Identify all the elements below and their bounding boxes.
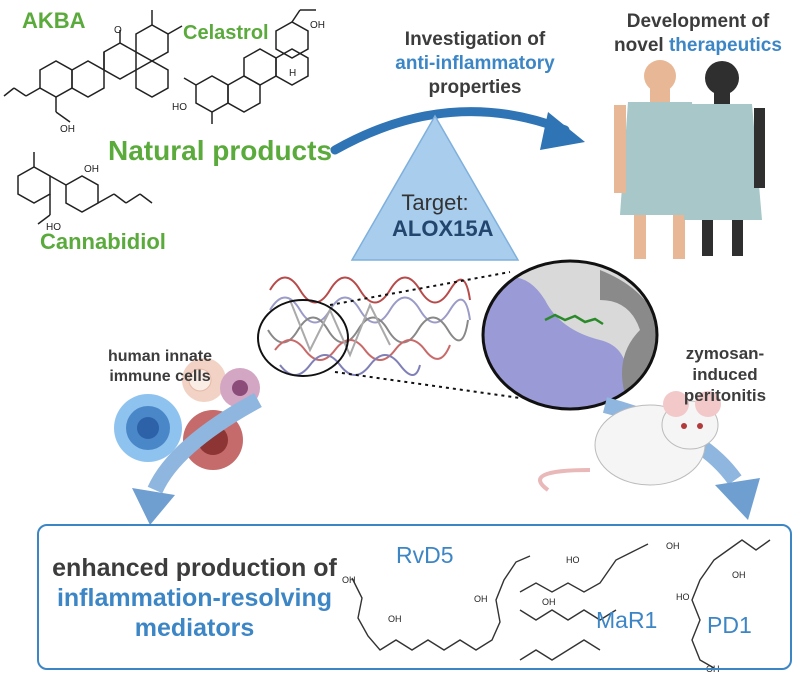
celastrol-h-label: H — [289, 68, 296, 79]
immune-cells-line-1: human innate — [107, 348, 212, 365]
investigation-line-3: properties — [428, 77, 522, 98]
target-triangle — [350, 114, 520, 261]
peritonitis-label: zymosan- induced peritonitis — [660, 343, 790, 406]
protein-structure — [267, 276, 471, 376]
mar1-structure — [519, 543, 649, 661]
result-line-1: enhanced production of — [52, 554, 337, 582]
mar1-ho-label: HO — [566, 555, 580, 565]
mar1-oh-label-1: OH — [542, 597, 556, 607]
right-down-arrow-head — [715, 478, 760, 520]
left-down-arrow — [147, 392, 262, 494]
target-line-1: Target: — [401, 190, 469, 215]
rvd5-oh-label-1: OH — [388, 614, 402, 624]
peritonitis-line-1: zymosan- — [685, 344, 765, 363]
rvd5-structure — [351, 555, 531, 651]
mar1-oh-label-2: OH — [666, 541, 680, 551]
zoom-circle-large — [481, 259, 659, 411]
target-label: Target: ALOX15A — [392, 190, 494, 242]
cannabidiol-structure — [17, 152, 153, 225]
curved-arrow-head — [540, 112, 585, 150]
development-text: Development of novel therapeutics — [598, 10, 798, 58]
left-down-arrow-head — [132, 488, 175, 525]
pd1-structure — [691, 539, 771, 669]
rvd5-label: RvD5 — [396, 542, 454, 568]
celastrol-label: Celastrol — [183, 22, 269, 44]
mouse-illustration — [538, 391, 721, 492]
zoom-line-bottom — [334, 371, 521, 399]
patient-figure-right — [684, 61, 765, 256]
rvd5-oh-label-2: OH — [474, 594, 488, 604]
celastrol-ho-label: HO — [172, 102, 187, 113]
cbd-oh-label: OH — [84, 164, 99, 175]
result-text: enhanced production of inflammation-reso… — [52, 553, 337, 643]
result-line-3: mediators — [134, 614, 255, 642]
cbd-ho-label: HO — [46, 222, 61, 233]
development-line-1: Development of — [626, 11, 770, 32]
natural-products-heading: Natural products — [108, 135, 333, 166]
peritonitis-line-2: induced — [692, 365, 758, 384]
investigation-line-2: anti-inflammatory — [395, 53, 555, 74]
investigation-line-1: Investigation of — [404, 29, 546, 50]
mar1-label: MaR1 — [596, 607, 658, 633]
akba-o-label: O — [114, 25, 122, 36]
rvd5-oh-label-acid: OH — [342, 575, 356, 585]
investigation-text: Investigation of anti-inflammatory prope… — [360, 28, 590, 100]
akba-structure — [3, 10, 183, 123]
celastrol-structure — [183, 9, 316, 124]
result-line-2: inflammation-resolving — [56, 584, 333, 612]
pd1-oh-label-1: OH — [732, 570, 746, 580]
peritonitis-line-3: peritonitis — [683, 386, 767, 405]
development-line-2a: novel — [614, 35, 669, 56]
immune-cells-label: human innate immune cells — [85, 347, 235, 387]
immune-cells-illustration — [114, 358, 260, 470]
cannabidiol-label: Cannabidiol — [40, 229, 166, 254]
curved-arrow — [330, 107, 570, 155]
akba-label: AKBA — [22, 8, 86, 33]
akba-oh-label: OH — [60, 124, 75, 135]
celastrol-oh-label: OH — [310, 20, 325, 31]
pd1-label: PD1 — [707, 612, 752, 638]
immune-cells-line-2: immune cells — [109, 368, 211, 385]
development-line-2b: therapeutics — [668, 35, 782, 56]
zoom-circle-small — [257, 299, 349, 377]
protein-surface-zoom — [483, 261, 657, 409]
pd1-ho-label: HO — [676, 592, 690, 602]
result-box — [37, 524, 792, 670]
target-line-2: ALOX15A — [392, 216, 494, 241]
zoom-line-top — [329, 271, 511, 306]
